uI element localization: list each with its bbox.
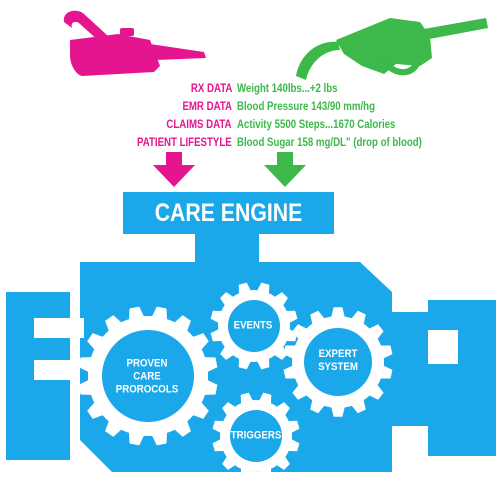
gear-label-expert-system: EXPERT SYSTEM (318, 348, 358, 373)
gear-triggers (212, 392, 300, 480)
oil-can-icon (63, 10, 206, 76)
metric-blood-pressure: Blood Pressure 143/90 mm/hg (237, 101, 375, 113)
gear-expert-system (283, 307, 393, 417)
data-source-emr: EMR DATA (182, 101, 232, 113)
metric-blood-sugar: Blood Sugar 158 mg/DL" (drop of blood) (237, 137, 422, 149)
metric-activity: Activity 5500 Steps...1670 Calories (237, 119, 396, 131)
data-source-lifestyle: PATIENT LIFESTYLE (137, 137, 232, 149)
gear-proven-care-hub (102, 330, 194, 422)
gear-events (210, 282, 298, 370)
data-source-rx: RX DATA (190, 83, 232, 95)
gear-group (78, 282, 393, 480)
fuel-nozzle-icon (296, 18, 488, 80)
gear-label-events: EVENTS (233, 319, 273, 332)
gear-expert-system-hub (304, 328, 372, 396)
engine-cutouts (34, 318, 458, 380)
gear-label-triggers: TRIGGERS (230, 429, 282, 442)
magenta-arrow (153, 152, 195, 187)
data-source-claims: CLAIMS DATA (166, 119, 232, 131)
metric-weight: Weight 140lbs...+2 lbs (237, 83, 338, 95)
gear-label-proven-care: PROVEN CARE PROROCOLS (115, 357, 179, 396)
gear-proven-care (78, 306, 218, 446)
green-arrow (264, 152, 306, 187)
gear-triggers-hub (230, 410, 282, 462)
engine-title: CARE ENGINE (154, 199, 303, 227)
gear-events-hub (228, 300, 280, 352)
